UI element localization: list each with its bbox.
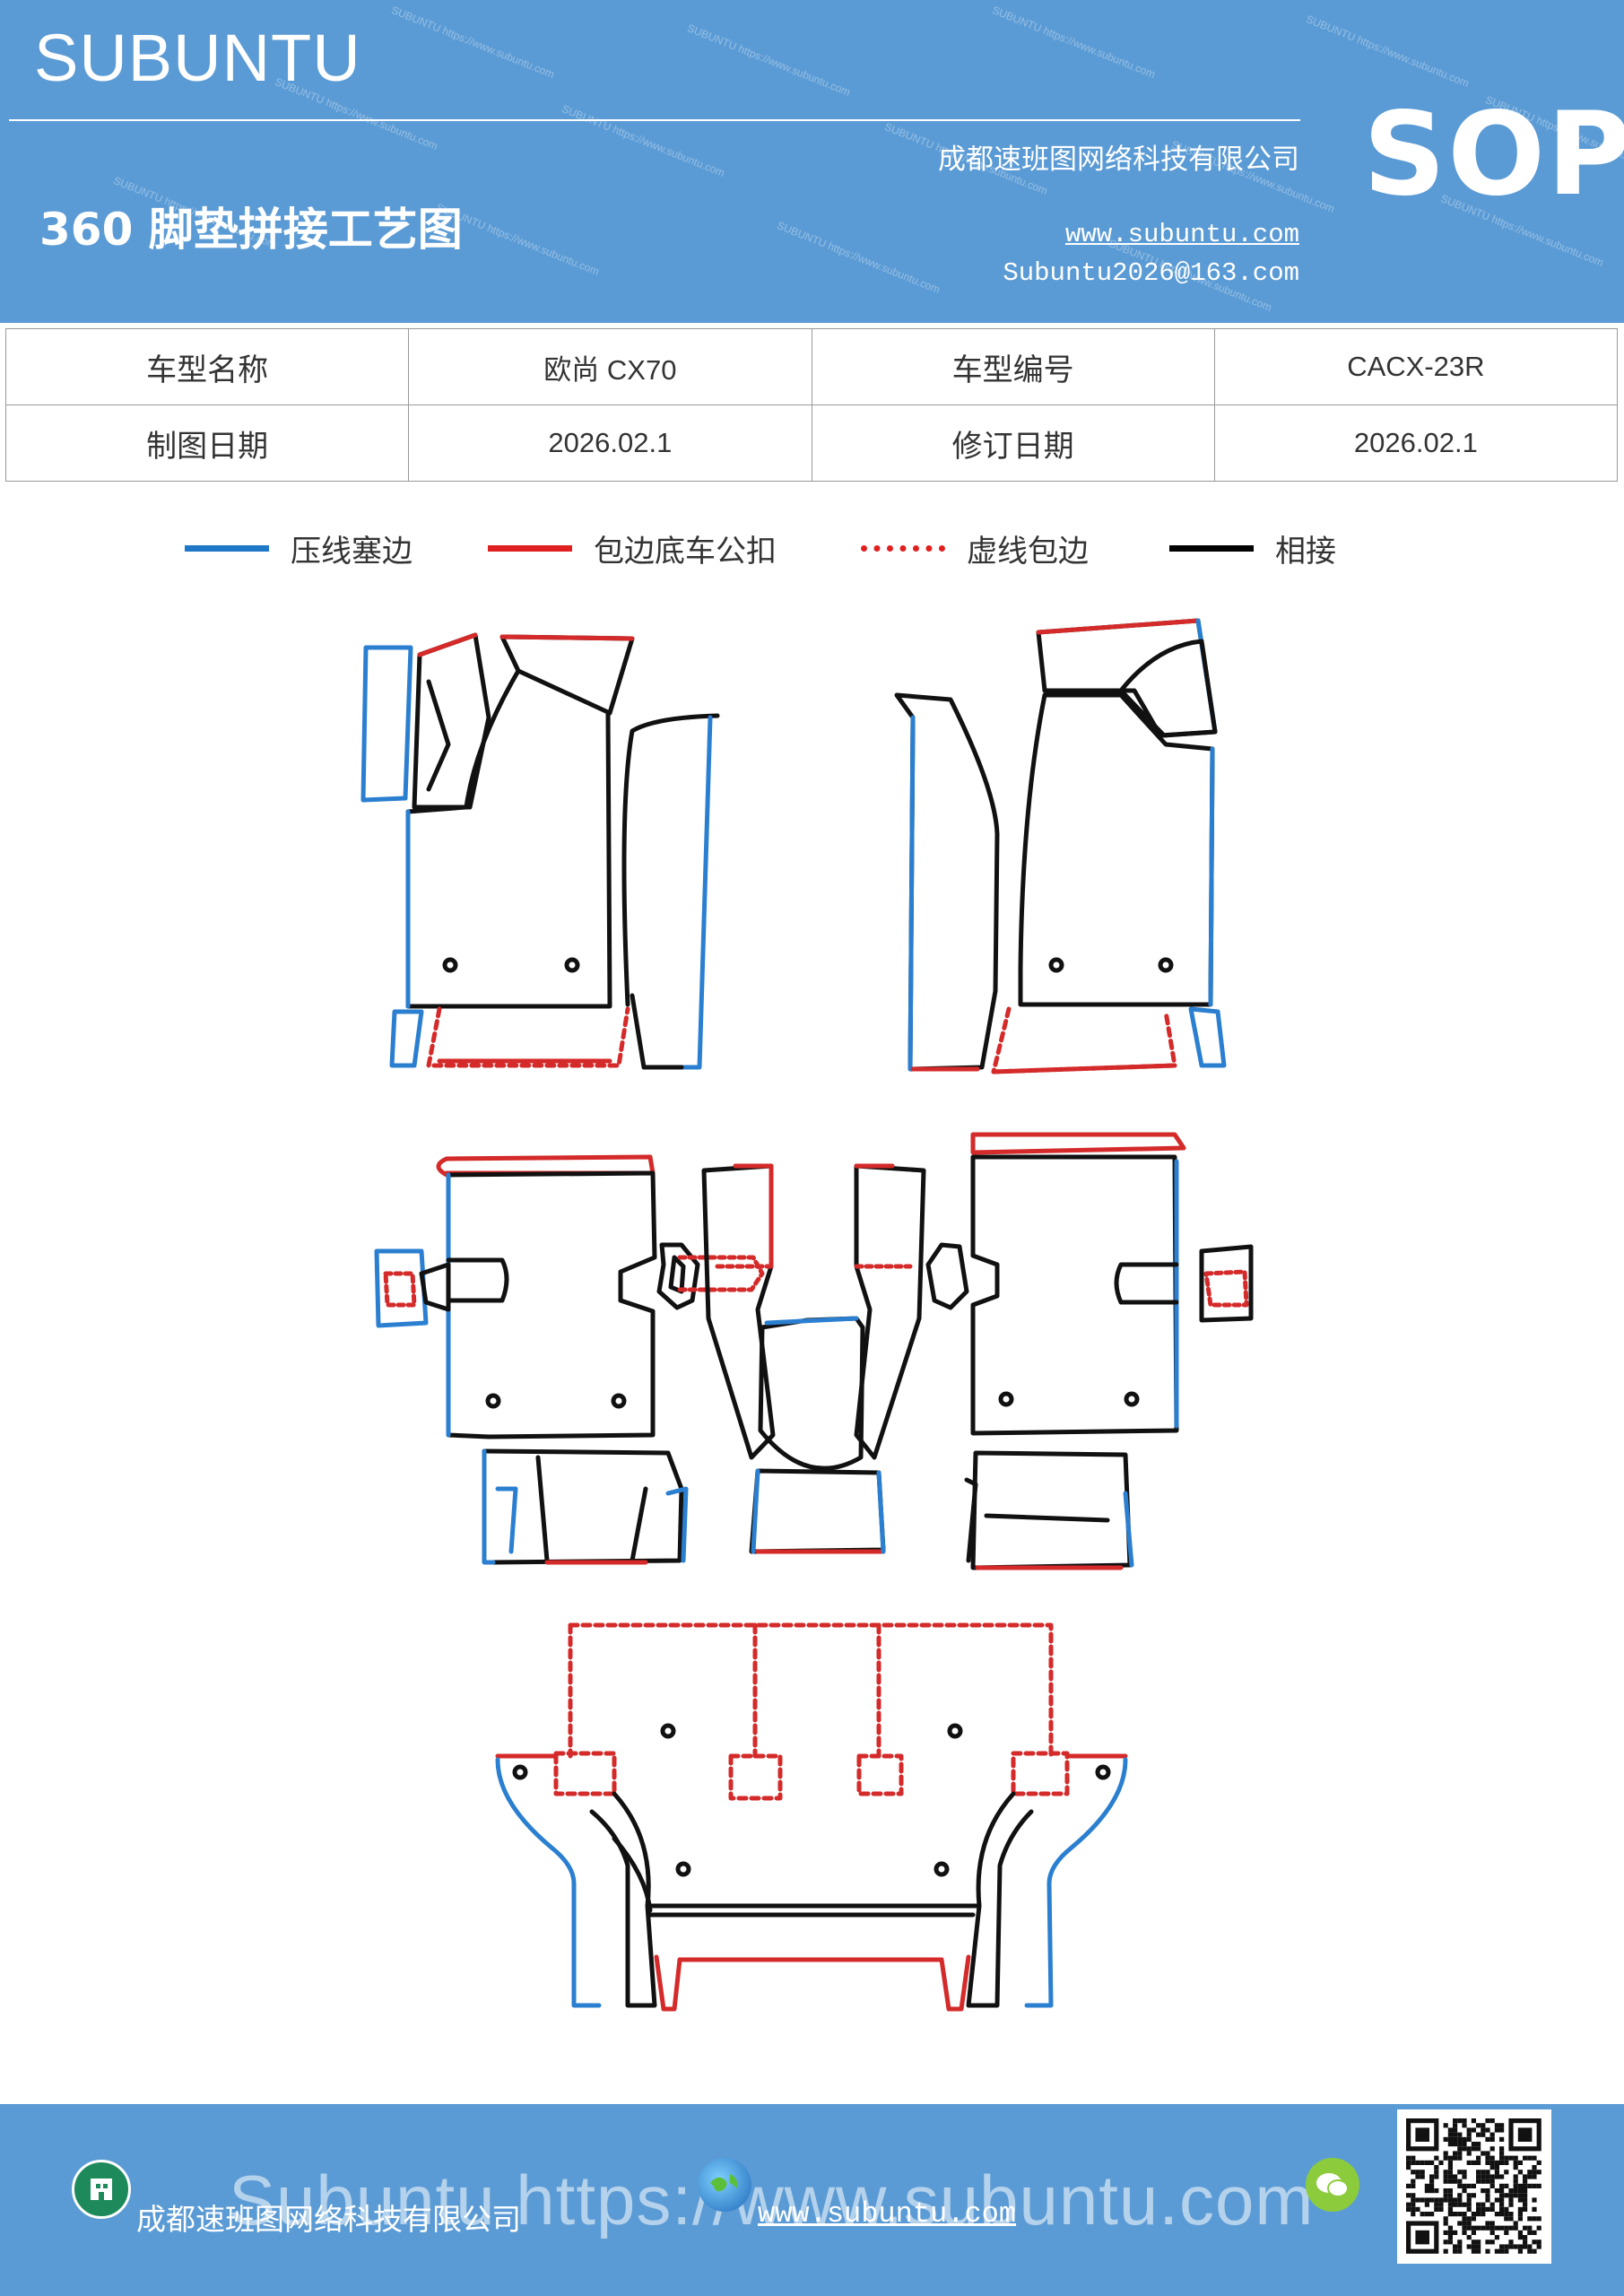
- table-cell: 欧尚 CX70: [408, 328, 812, 405]
- legend-item-red: 包边底车公扣: [488, 526, 777, 570]
- floor-mat-diagram: [360, 618, 1254, 2012]
- table-cell: 2026.02.1: [1213, 404, 1619, 482]
- table-cell: 修订日期: [811, 404, 1215, 482]
- legend-item-red-dotted: 虚线包边: [861, 526, 1089, 570]
- vehicle-info-table: 车型名称 欧尚 CX70 车型编号 CACX-23R 制图日期 2026.02.…: [4, 328, 1619, 482]
- email-text: Subuntu2026@163.com: [1003, 258, 1299, 288]
- sop-badge: SOP: [1363, 88, 1624, 222]
- table-cell: 车型名称: [4, 328, 410, 405]
- table-cell: CACX-23R: [1213, 328, 1619, 405]
- rear-left-mat: [374, 1154, 765, 1565]
- watermark-stamp: SUBUNTU https://www.subuntu.com: [389, 4, 557, 81]
- table-row: 制图日期 2026.02.1 修订日期 2026.02.1: [4, 404, 1619, 482]
- watermark-stamp: SUBUNTU https://www.subuntu.com: [775, 219, 942, 296]
- watermark-stamp: SUBUNTU https://www.subuntu.com: [685, 22, 853, 99]
- header-divider: [9, 119, 1300, 121]
- legend-swatch: [1169, 545, 1254, 552]
- legend-item-blue: 压线塞边: [185, 526, 413, 570]
- table-cell: 制图日期: [4, 404, 410, 482]
- watermark-stamp: SUBUNTU https://www.subuntu.com: [1304, 13, 1472, 90]
- table-row: 车型名称 欧尚 CX70 车型编号 CACX-23R: [4, 328, 1619, 405]
- footer-banner: Subuntu https://www.subuntu.com 成都速班图网络科…: [0, 2104, 1624, 2296]
- qr-code-pattern: [1406, 2118, 1541, 2254]
- watermark-stamp: SUBUNTU https://www.subuntu.com: [560, 102, 727, 179]
- front-right-mat: [894, 618, 1227, 1074]
- header-banner: SUBUNTU 成都速班图网络科技有限公司 www.subuntu.com Su…: [0, 0, 1624, 323]
- building-icon: [72, 2160, 131, 2219]
- legend-label: 压线塞边: [291, 534, 413, 570]
- center-tunnel-mat: [701, 1163, 969, 1554]
- legend-swatch: [861, 545, 945, 552]
- watermark-stamp: SUBUNTU https://www.subuntu.com: [990, 4, 1158, 81]
- third-row-mat: [495, 1622, 1128, 2012]
- footer-website-link[interactable]: www.subuntu.com: [758, 2197, 1017, 2231]
- footer-watermark: Subuntu https://www.subuntu.com: [229, 2161, 1315, 2239]
- qr-code: [1397, 2109, 1551, 2264]
- website-link[interactable]: www.subuntu.com: [1064, 220, 1299, 249]
- legend-swatch: [185, 545, 269, 552]
- legend-item-black: 相接: [1169, 526, 1336, 570]
- rear-right-mat: [964, 1132, 1254, 1570]
- legend-label: 虚线包边: [967, 534, 1089, 570]
- globe-icon: [698, 2158, 751, 2212]
- line-legend: 压线塞边 包边底车公扣 虚线包边 相接: [0, 526, 1624, 571]
- company-name: 成都速班图网络科技有限公司: [938, 144, 1299, 176]
- table-cell: 2026.02.1: [408, 404, 812, 482]
- brand-logo: SUBUNTU: [34, 21, 361, 95]
- footer-company: 成都速班图网络科技有限公司: [136, 2202, 521, 2237]
- front-left-mat: [360, 632, 720, 1070]
- table-cell: 车型编号: [811, 328, 1215, 405]
- wechat-icon: [1306, 2158, 1359, 2212]
- legend-swatch: [488, 545, 572, 552]
- legend-label: 相接: [1275, 534, 1336, 570]
- page-title: 360 脚垫拼接工艺图: [39, 204, 463, 256]
- legend-label: 包边底车公扣: [594, 534, 777, 570]
